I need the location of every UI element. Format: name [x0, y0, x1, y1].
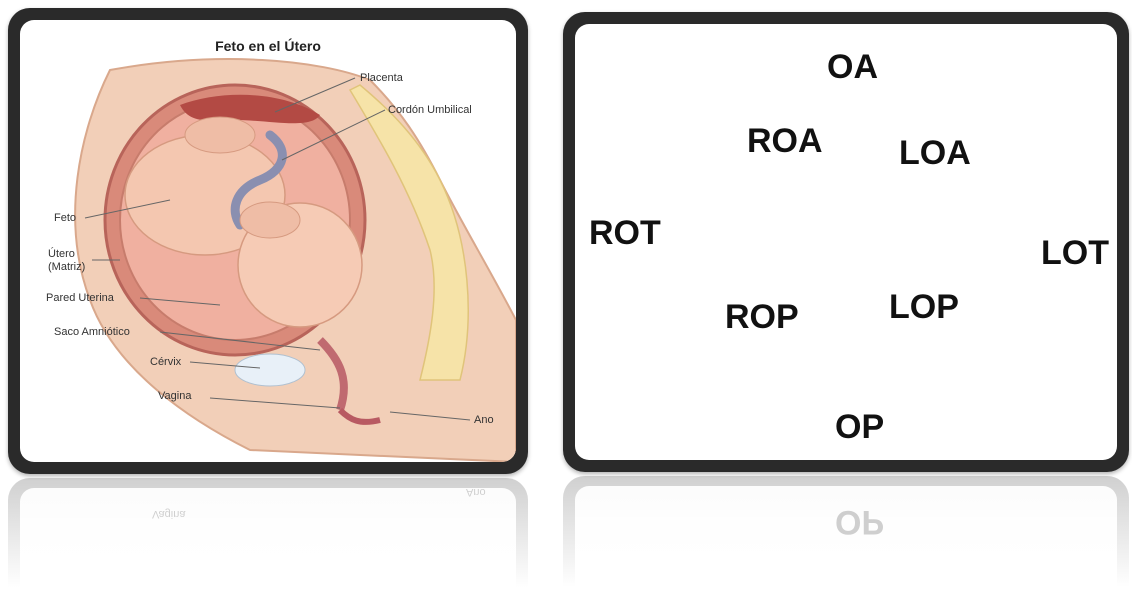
- anatomy-card: Feto en el Útero: [20, 20, 516, 462]
- label-amniotic-sac: Saco Amniótico: [54, 326, 130, 338]
- fetus-arm-shape: [240, 202, 300, 238]
- label-fetus: Feto: [54, 212, 76, 224]
- position-roa: ROA: [747, 122, 823, 161]
- anatomy-reflection-surface: [20, 488, 516, 607]
- label-anus: Ano: [474, 414, 494, 426]
- fetal-positions-panel: OA ROA LOA ROT LOT ROP LOP OP: [563, 12, 1129, 472]
- fetus-leg-shape: [185, 117, 255, 153]
- reflection-label-anus: Ano: [466, 486, 486, 498]
- label-vagina: Vagina: [158, 390, 191, 402]
- reflection-position-op: OP: [835, 502, 884, 541]
- position-rot: ROT: [589, 214, 661, 253]
- position-op: OP: [835, 408, 884, 447]
- fetal-positions-card: OA ROA LOA ROT LOT ROP LOP OP: [575, 24, 1117, 460]
- label-umbilical-cord: Cordón Umbilical: [388, 104, 472, 116]
- position-lot: LOT: [1041, 234, 1109, 273]
- position-rop: ROP: [725, 298, 799, 337]
- fetus-in-uterus-illustration: [20, 20, 516, 462]
- label-uterine-wall: Pared Uterina: [46, 292, 114, 304]
- anatomy-panel-reflection: Ano Vagina: [8, 478, 528, 607]
- label-uterus: Útero (Matriz): [48, 248, 108, 274]
- reflection-label-vagina: Vagina: [152, 508, 185, 520]
- anatomy-panel: Feto en el Útero: [8, 8, 528, 474]
- fetal-positions-panel-reflection: OP: [563, 476, 1129, 607]
- position-loa: LOA: [899, 134, 971, 173]
- position-oa: OA: [827, 48, 878, 87]
- bladder-shape: [235, 354, 305, 386]
- position-lop: LOP: [889, 288, 959, 327]
- label-cervix: Cérvix: [150, 356, 181, 368]
- label-placenta: Placenta: [360, 72, 403, 84]
